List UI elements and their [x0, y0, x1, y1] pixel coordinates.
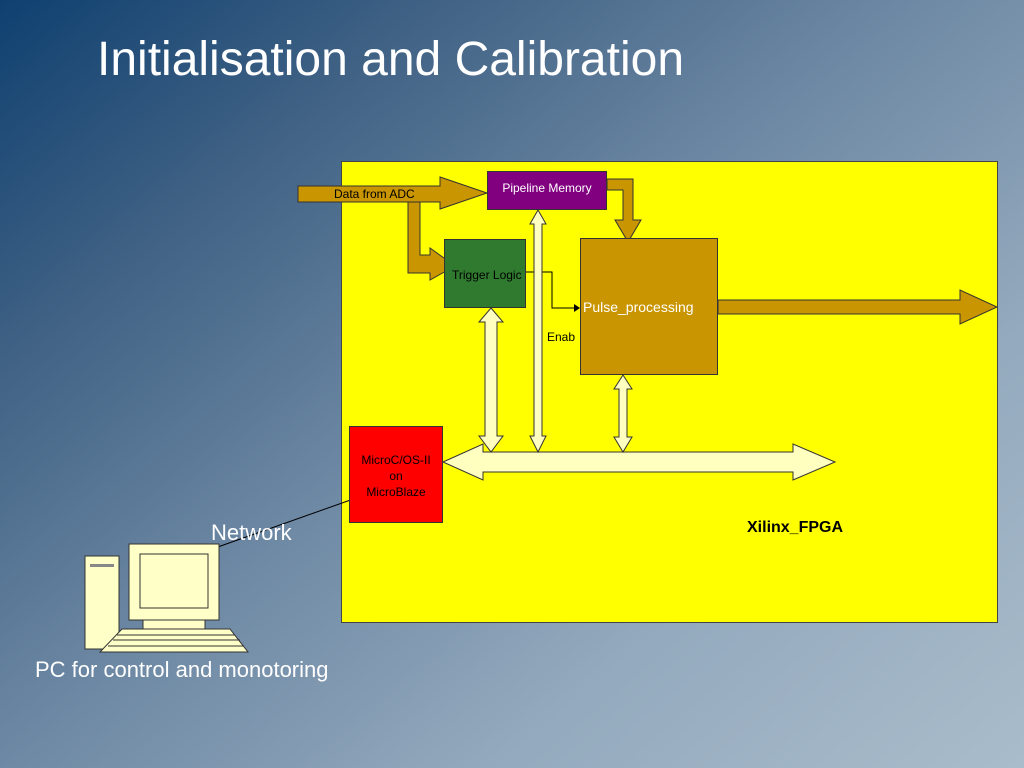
trigger-to-pulse-line	[526, 271, 574, 309]
pipeline-memory-label: Pipeline Memory	[502, 181, 592, 195]
pulse-processing-block: Pulse_processing	[580, 238, 718, 375]
trigger-to-pulse-arrowhead	[574, 304, 580, 312]
microc-label-line3: MicroBlaze	[366, 485, 426, 500]
trigger-bus-arrow	[477, 307, 505, 453]
fpga-label: Xilinx_FPGA	[747, 519, 844, 536]
pipeline-to-pulse-arrow	[606, 178, 642, 243]
pc-icon	[84, 543, 250, 653]
network-line	[214, 496, 360, 549]
adc-input-arrow	[297, 176, 489, 210]
pulse-output-arrow	[717, 289, 999, 325]
enable-label: Enab	[547, 330, 576, 344]
slide-title: Initialisation and Calibration	[97, 33, 685, 86]
pulse-processing-label: Pulse_processing	[583, 299, 694, 315]
bus-arrow	[441, 443, 837, 481]
pipeline-bus-arrow	[529, 208, 547, 454]
data-from-adc-label: Data from ADC	[334, 187, 415, 201]
network-label: Network	[211, 520, 292, 545]
microblaze-block: MicroC/OS-II on MicroBlaze	[349, 426, 443, 523]
pc-label: PC for control and monotoring	[35, 657, 329, 682]
microc-label-line1: MicroC/OS-II	[361, 453, 431, 467]
trigger-logic-label: Trigger Logic	[452, 268, 522, 282]
microc-label-line2: on	[389, 469, 403, 484]
trigger-logic-block: Trigger Logic	[444, 239, 526, 308]
adc-to-trigger-arrow	[407, 201, 456, 281]
pulse-bus-arrow	[613, 374, 633, 453]
pipeline-memory-block: Pipeline Memory	[487, 171, 607, 210]
